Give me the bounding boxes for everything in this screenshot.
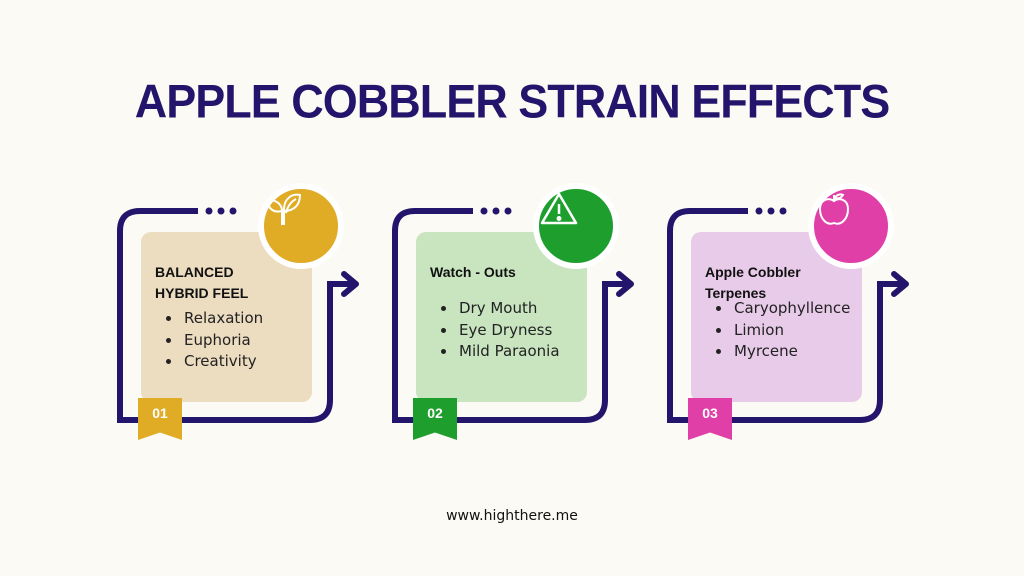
effect-list: RelaxationEuphoriaCreativity [166,308,263,373]
list-item: Mild Paraonia [457,341,560,363]
list-item: Relaxation [182,308,263,330]
effect-list: CaryophyllenceLimionMyrcene [716,298,850,363]
card-frame [667,207,909,423]
list-item: Euphoria [182,330,263,352]
list-item: Myrcene [732,341,850,363]
icon-circle [258,183,344,269]
list-item: Limion [732,320,850,342]
icon-circle [808,183,894,269]
website-url[interactable]: www.highthere.me [446,508,578,524]
card-frame [117,207,359,423]
list-item: Creativity [182,351,263,373]
list-item: Dry Mouth [457,298,560,320]
list-item: Caryophyllence [732,298,850,320]
icon-circle [533,183,619,269]
list-item: Eye Dryness [457,320,560,342]
card-heading: Watch - Outs [430,264,516,280]
page-title: APPLE COBBLER STRAIN EFFECTS [134,74,891,129]
effect-card: Watch - Outs Dry MouthEye DrynessMild Pa… [385,170,645,450]
effect-list: Dry MouthEye DrynessMild Paraonia [441,298,560,363]
card-frame [392,207,634,423]
